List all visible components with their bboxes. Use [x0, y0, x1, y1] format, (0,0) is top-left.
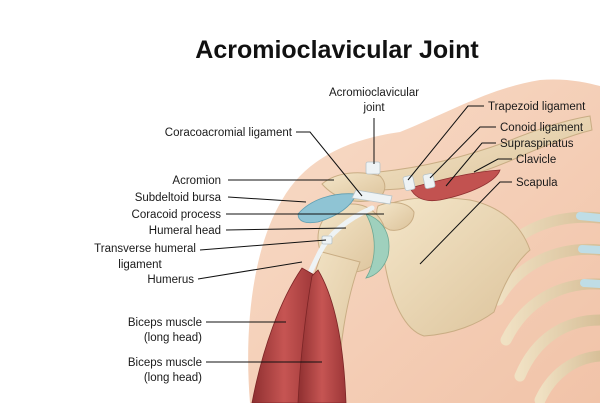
leader-conoid — [429, 126, 496, 179]
leader-humeral-head — [225, 227, 347, 231]
leader-clavicle — [473, 158, 512, 173]
leader-coracoacromial — [296, 131, 363, 197]
scapula — [380, 196, 531, 337]
label-supraspinatus: Supraspinatus — [500, 138, 574, 150]
label-subdeltoid-bursa: Subdeltoid bursa — [135, 192, 222, 204]
leader-transverse — [199, 239, 327, 251]
label-humerus: Humerus — [147, 274, 194, 286]
label-scapula: Scapula — [516, 177, 558, 189]
label-ac-joint-line2: joint — [362, 102, 385, 114]
leader-trapezoid — [407, 105, 484, 181]
label-trapezoid-ligament: Trapezoid ligament — [488, 101, 586, 113]
subdeltoid-bursa — [297, 193, 357, 224]
coracoacromial-ligament — [351, 189, 393, 205]
leader-humerus — [197, 261, 303, 280]
page-title: Acromioclavicular Joint — [195, 36, 479, 64]
labels: Acromioclavicular joint Coracoacromial l… — [94, 87, 586, 384]
label-ac-joint-line1: Acromioclavicular — [329, 87, 419, 99]
label-humeral-head: Humeral head — [149, 225, 221, 237]
label-transverse-line2: ligament — [118, 259, 162, 271]
label-biceps-1-line1: Biceps muscle — [128, 317, 202, 329]
label-biceps-2-line2: (long head) — [144, 372, 202, 384]
articular-cartilage — [365, 213, 390, 279]
trapezoid-ligament — [402, 175, 416, 191]
conoid-ligament — [422, 173, 436, 189]
leader-supraspinatus — [445, 142, 496, 187]
costal-cartilage — [576, 212, 600, 288]
label-biceps-1-line2: (long head) — [144, 332, 202, 344]
label-coracoacromial-ligament: Coracoacromial ligament — [165, 127, 293, 139]
leader-lines — [197, 105, 512, 363]
label-transverse-line1: Transverse humeral — [94, 243, 196, 255]
label-clavicle: Clavicle — [516, 154, 556, 166]
label-acromion: Acromion — [172, 175, 221, 187]
leader-subdeltoid — [227, 196, 307, 203]
label-conoid-ligament: Conoid ligament — [500, 122, 584, 134]
supraspinatus-muscle — [409, 169, 501, 202]
label-coracoid-process: Coracoid process — [132, 209, 222, 221]
label-biceps-2-line1: Biceps muscle — [128, 357, 202, 369]
ligaments — [321, 161, 436, 245]
ac-joint-capsule — [365, 161, 381, 175]
leader-scapula — [419, 181, 512, 265]
